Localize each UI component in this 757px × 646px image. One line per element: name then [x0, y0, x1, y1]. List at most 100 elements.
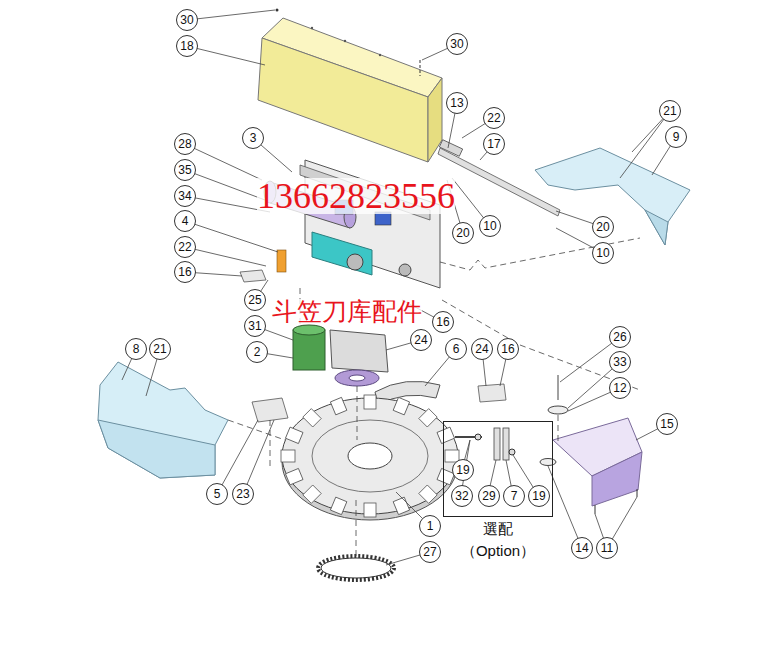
callout-number: 27 [423, 546, 436, 558]
option-box: 選配 （Option）193229719 [443, 421, 553, 517]
disc-ring [312, 420, 428, 492]
callout-number: 21 [153, 343, 166, 355]
callout-circle: 33 [609, 351, 631, 373]
callout-circle: 16 [432, 311, 454, 333]
callout-circle: 17 [483, 133, 505, 155]
callout-circle: 26 [609, 326, 631, 348]
option-caption: 選配 （Option） [454, 518, 542, 562]
callout-number: 25 [248, 294, 261, 306]
callout-circle: 23 [232, 483, 254, 505]
callout-circle: 34 [174, 185, 196, 207]
callout-number: 24 [475, 343, 488, 355]
callout-number: 1 [427, 520, 434, 532]
tool-pocket [364, 503, 376, 517]
callout-circle: 10 [592, 242, 614, 264]
callout-circle: 24 [471, 338, 493, 360]
callout-circle: 16 [497, 338, 519, 360]
callout-number: 24 [414, 334, 427, 346]
callout-number: 31 [248, 320, 261, 332]
callout-circle: 6 [445, 338, 467, 360]
tool-pocket [285, 468, 303, 484]
callout-number: 10 [483, 220, 496, 232]
callout-number: 22 [178, 241, 191, 253]
callout-circle: 31 [244, 315, 266, 337]
callout-number: 13 [450, 97, 463, 109]
callout-number: 22 [487, 112, 500, 124]
callout-circle: 14 [571, 537, 593, 559]
callout-circle: 20 [452, 222, 474, 244]
callout-circle: 3 [242, 127, 264, 149]
callout-number: 5 [214, 488, 221, 500]
callout-number: 19 [532, 490, 545, 502]
callout-number: 16 [436, 316, 449, 328]
tool-pocket [303, 485, 321, 503]
callout-number: 19 [456, 464, 469, 476]
callout-number: 21 [663, 105, 676, 117]
tool-pocket [419, 485, 437, 503]
callout-circle: 22 [483, 107, 505, 129]
callout-number: 16 [178, 266, 191, 278]
callout-number: 26 [613, 331, 626, 343]
callout-number: 2 [254, 346, 261, 358]
callout-number: 9 [673, 131, 680, 143]
callout-number: 12 [613, 382, 626, 394]
callout-number: 20 [596, 221, 609, 233]
watermark-text: 13662823556 [257, 178, 455, 214]
callout-circle: 11 [596, 537, 618, 559]
callout-number: 7 [511, 490, 518, 502]
callout-circle: 5 [206, 483, 228, 505]
callout-circle: 29 [478, 485, 500, 507]
tool-pocket [393, 497, 409, 515]
callout-circle: 15 [656, 413, 678, 435]
callout-number: 3 [250, 132, 257, 144]
tool-pocket [364, 395, 376, 409]
callout-circle: 32 [451, 485, 473, 507]
callout-circle: 9 [665, 126, 687, 148]
callout-circle: 2 [246, 341, 268, 363]
callout-number: 23 [236, 488, 249, 500]
callout-number: 15 [660, 418, 673, 430]
tool-pocket [330, 397, 346, 415]
callout-number: 14 [575, 542, 588, 554]
callout-number: 28 [178, 138, 191, 150]
callout-circle: 30 [176, 9, 198, 31]
tool-pocket [281, 450, 295, 462]
callout-number: 11 [601, 542, 613, 554]
callout-circle: 10 [479, 215, 501, 237]
callout-number: 17 [487, 138, 500, 150]
callout-circle: 22 [174, 236, 196, 258]
callout-circle: 19 [452, 459, 474, 481]
callout-circle: 16 [174, 261, 196, 283]
callout-number: 6 [453, 343, 460, 355]
watermark-text: 斗笠刀库配件 [272, 299, 422, 324]
tool-pocket [303, 409, 321, 427]
callout-circle: 30 [446, 33, 468, 55]
callout-circle: 27 [419, 541, 441, 563]
callout-circle: 20 [592, 216, 614, 238]
callout-circle: 7 [503, 485, 525, 507]
callout-circle: 21 [149, 338, 171, 360]
callout-circle: 19 [528, 485, 550, 507]
callout-number: 30 [180, 14, 193, 26]
callout-number: 4 [182, 215, 189, 227]
tool-pocket [330, 497, 346, 515]
callout-number: 34 [178, 190, 191, 202]
callout-number: 20 [456, 227, 469, 239]
tool-pocket [285, 427, 303, 443]
callout-number: 8 [133, 343, 140, 355]
callout-number: 18 [180, 40, 193, 52]
callout-number: 16 [501, 343, 514, 355]
callout-circle: 24 [410, 329, 432, 351]
callout-number: 10 [596, 247, 609, 259]
callout-number: 30 [450, 38, 463, 50]
tool-pocket [437, 427, 455, 443]
callout-circle: 18 [176, 35, 198, 57]
callout-number: 32 [455, 490, 468, 502]
tool-pocket [393, 397, 409, 415]
disc-top [282, 398, 458, 514]
callout-circle: 21 [659, 100, 681, 122]
callout-circle: 8 [125, 338, 147, 360]
tool-pocket [419, 409, 437, 427]
callout-circle: 12 [609, 377, 631, 399]
callout-circle: 35 [174, 159, 196, 181]
